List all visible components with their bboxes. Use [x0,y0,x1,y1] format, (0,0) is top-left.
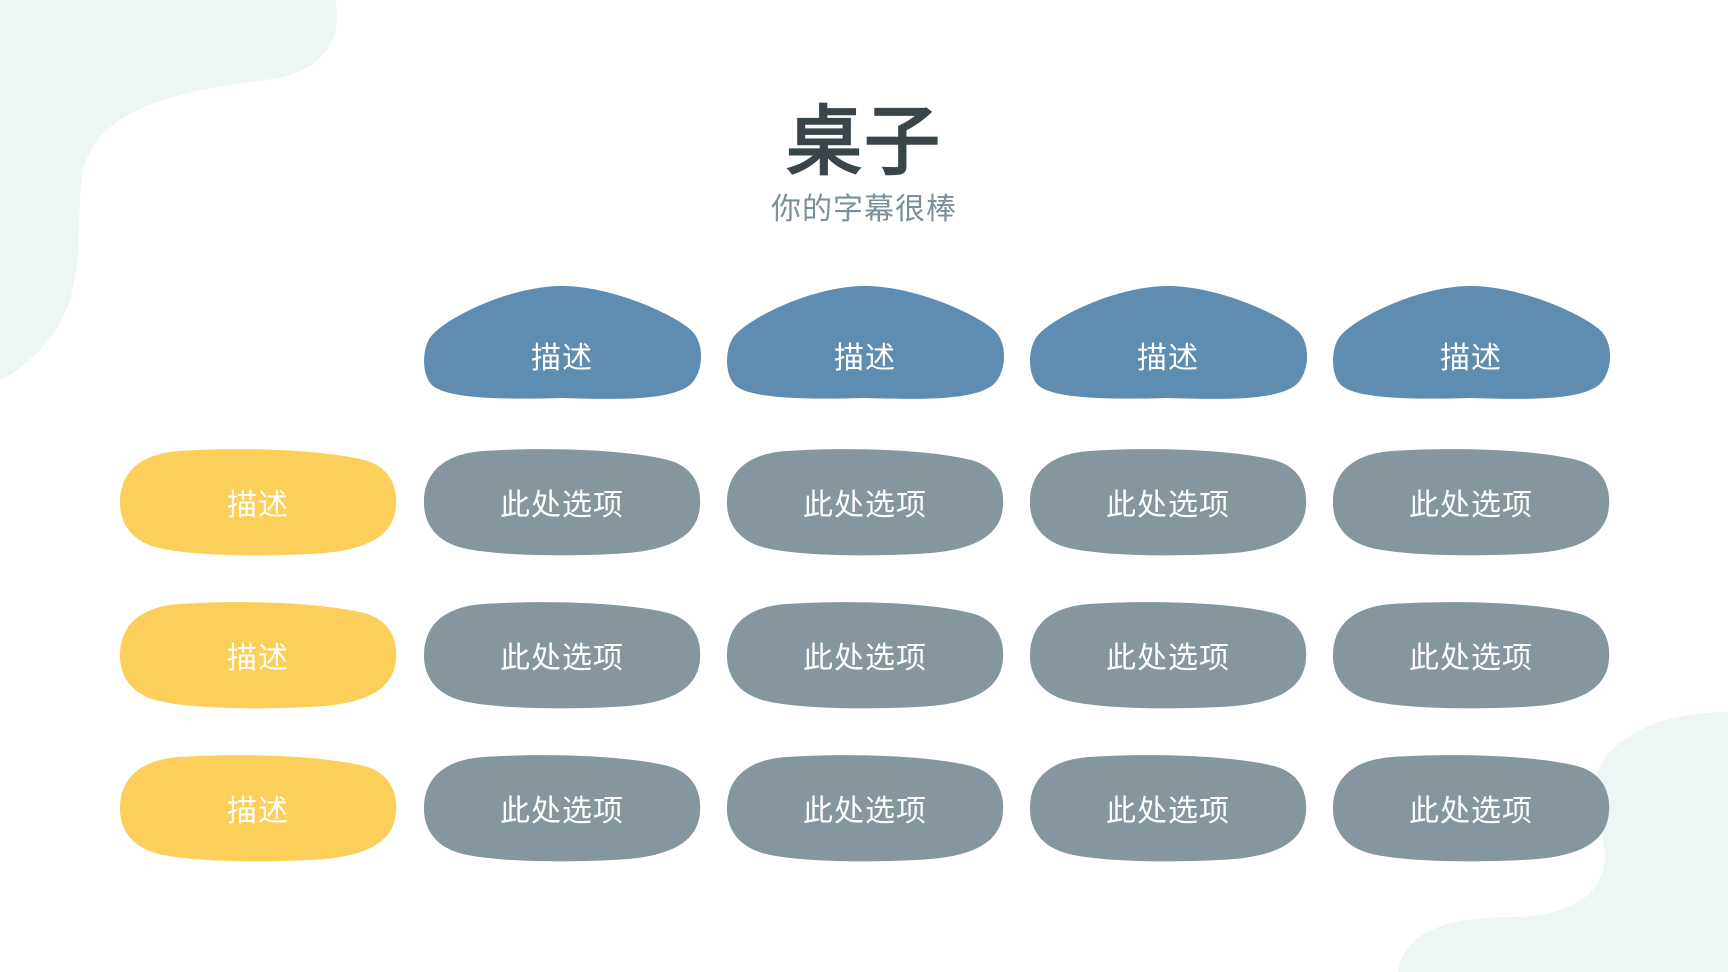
table-cell-shape [1332,755,1610,862]
table-cell: 此处选项 [1332,754,1610,862]
table-cell-shape [1029,449,1307,556]
corner-blob-bottom-right [1398,712,1728,972]
table-cell-label: 此处选项 [803,794,927,829]
table-cell-shape [423,602,701,709]
table-cell-label: 此处选项 [1409,641,1533,676]
table-cell-shape [726,602,1004,709]
table-cell: 此处选项 [423,754,701,862]
table-cell: 此处选项 [726,754,1004,862]
column-header-shape [424,286,702,399]
row-header-label: 描述 [227,488,289,523]
table-cell-shape [423,449,701,556]
column-header-1: 描述 [423,284,702,402]
table-cell-label: 此处选项 [803,488,927,523]
table-cell: 此处选项 [1332,601,1610,709]
column-header-label: 描述 [834,341,896,376]
table-cell-shape [1332,449,1610,556]
table-cell: 此处选项 [726,448,1004,556]
table-cell-label: 此处选项 [1409,488,1533,523]
row-header-1: 描述 [119,448,397,556]
row-header-shape [119,602,397,709]
column-header-label: 描述 [1440,341,1502,376]
table-cell-label: 此处选项 [500,641,624,676]
slide-subtitle: 你的字幕很棒 [771,192,957,227]
table-cell-label: 此处选项 [1106,641,1230,676]
column-header-shape [727,286,1005,399]
row-header-2: 描述 [119,601,397,709]
table-cell-label: 此处选项 [803,641,927,676]
table-cell-label: 此处选项 [1106,488,1230,523]
row-header-label: 描述 [227,641,289,676]
table-cell-label: 此处选项 [1106,794,1230,829]
row-header-shape [119,755,397,862]
column-header-3: 描述 [1029,284,1308,402]
row-header-label: 描述 [227,794,289,829]
table-cell: 此处选项 [1029,601,1307,709]
table-cell: 此处选项 [423,601,701,709]
row-header-3: 描述 [119,754,397,862]
column-header-2: 描述 [726,284,1005,402]
table-cell: 此处选项 [726,601,1004,709]
row-header-shape [119,449,397,556]
table-cell-shape [1029,602,1307,709]
column-header-shape [1030,286,1308,399]
table-cell: 此处选项 [1029,448,1307,556]
column-header-label: 描述 [1137,341,1199,376]
table-cell: 此处选项 [423,448,701,556]
table-cell-shape [726,449,1004,556]
table-cell-label: 此处选项 [500,488,624,523]
column-header-label: 描述 [531,341,593,376]
table-cell: 此处选项 [1029,754,1307,862]
table-cell-shape [1029,755,1307,862]
table-cell-shape [423,755,701,862]
table-cell-shape [726,755,1004,862]
corner-blob-top-left [0,0,338,380]
table-cell: 此处选项 [1332,448,1610,556]
column-header-4: 描述 [1332,284,1611,402]
slide-title: 桌子 [786,97,942,186]
table-cell-label: 此处选项 [500,794,624,829]
column-header-shape [1333,286,1611,399]
table-cell-label: 此处选项 [1409,794,1533,829]
table-cell-shape [1332,602,1610,709]
